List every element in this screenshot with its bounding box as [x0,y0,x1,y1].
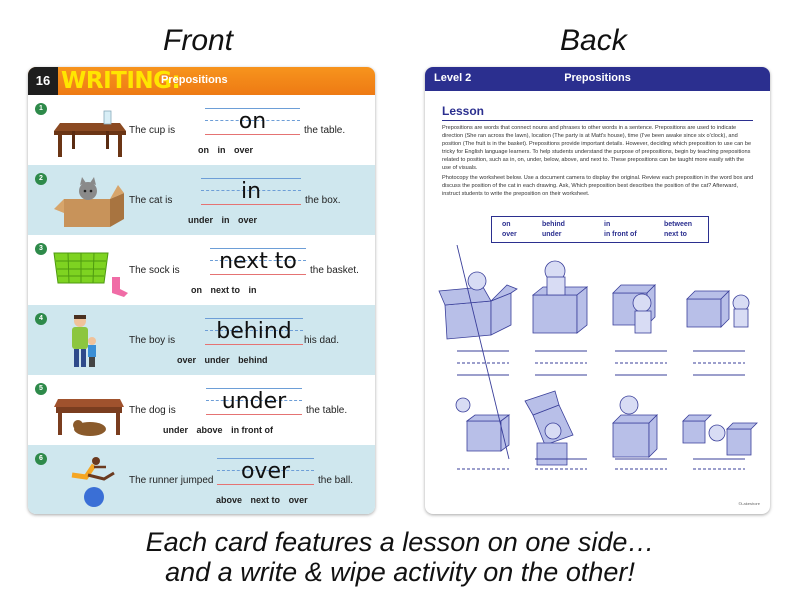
front-title: WRITING: [61,68,181,94]
sentence-end: his dad. [304,335,340,346]
choice: on [198,145,209,155]
back-title: Prepositions [564,72,631,84]
copyright: ©Lakeshore [738,501,760,506]
choice: in [217,145,226,155]
sentence-start: The sock is [129,265,180,276]
sentence-end: the basket. [310,265,359,276]
word-box-item: over [502,231,517,238]
word-box-item: on [502,221,511,228]
sentence-end: the box. [305,195,341,206]
lesson-divider [442,120,753,121]
dog-under-table-illustration [54,399,124,436]
front-label: Front [163,24,234,57]
sentence-start: The runner jumped [129,475,214,486]
lesson-paragraph: Prepositions are words that connect noun… [442,125,752,171]
basket-and-sock-illustration [53,252,128,297]
choice: over [234,145,254,155]
lesson-heading: Lesson [442,104,485,118]
sentence-start: The cup is [129,125,176,136]
sentence-end: the table. [304,125,346,136]
back-label: Back [560,24,627,57]
choice: in front of [231,425,274,435]
answer-text: in [240,179,262,204]
sentence-end: the ball. [318,475,354,486]
word-box: on behind in between over under in front… [491,216,709,243]
back-header: Level 2 Prepositions [425,67,770,91]
row-number: 5 [35,383,47,395]
word-box-item: between [664,221,693,228]
row-number: 4 [35,313,47,325]
word-box-item: in [604,221,611,228]
boy-behind-dad-illustration [72,315,96,367]
cat-in-box-illustration [54,177,124,227]
answer-text: over [240,459,291,484]
caption-line-2: and a write & wipe activity on the other… [165,557,635,587]
word-choices: on in over [195,145,256,155]
sentence-start: The cat is [129,195,173,206]
choice: above [216,495,243,505]
choice: over [288,495,308,505]
answer-field[interactable]: behind [205,318,303,346]
choice: next to [210,285,241,295]
row-number: 6 [35,453,47,465]
word-box-item: behind [542,221,565,228]
instructions-paragraph: Photocopy the worksheet below. Use a doc… [442,175,754,197]
level-label: Level 2 [434,72,472,84]
choice: over [177,355,197,365]
choice: next to [250,495,281,505]
answer-field[interactable]: next to [210,248,306,276]
answer-text: next to [219,249,297,274]
exercise-row: 3 The sock is next to the basket. on nex… [28,235,375,305]
front-header: 16 WRITING: Prepositions [28,67,375,95]
runner-over-ball-illustration [71,457,115,507]
word-choices: under above in front of [160,425,276,435]
answer-field[interactable]: over [217,458,314,486]
answer-field[interactable]: in [201,178,301,206]
front-subtitle: Prepositions [161,74,228,86]
row-number: 1 [35,103,47,115]
exercise-row: 1 The cup is on the table. on in over [28,95,375,165]
answer-text: under [221,389,287,414]
choice: in [248,285,257,295]
word-choices: over under behind [174,355,271,365]
row-number: 2 [35,173,47,185]
answer-text: on [238,109,267,134]
exercise-row: 6 The runner jumped over the ball. above… [28,445,375,514]
exercise-row: 4 The boy is behind his dad. over under … [28,305,375,375]
choice: behind [238,355,268,365]
word-box-item: under [542,231,562,238]
sentence-start: The dog is [129,405,176,416]
caption-line-1: Each card features a lesson on one side… [145,527,655,557]
word-choices: on next to in [188,285,260,295]
worksheet-cats-and-boxes-illustration [438,245,758,470]
sentence-start: The boy is [129,335,176,346]
table-with-cup-illustration [54,110,126,157]
front-card: 16 WRITING: Prepositions 1 The cup is on… [28,67,375,514]
page-number: 16 [28,67,58,95]
row-number: 3 [35,243,47,255]
word-choices: under in over [185,215,260,225]
word-box-item: next to [664,231,687,238]
choice: under [163,425,189,435]
choice: over [238,215,258,225]
back-card: Level 2 Prepositions Lesson Prepositions… [425,67,770,514]
word-choices: above next to over [213,495,311,505]
choice: in [221,215,230,225]
word-box-item: in front of [604,231,637,238]
choice: on [191,285,202,295]
sentence-end: the table. [306,405,348,416]
choice: under [188,215,214,225]
answer-field[interactable]: under [206,388,302,416]
exercise-row: 5 The dog is under the table. under abov… [28,375,375,445]
answer-text: behind [216,319,292,344]
choice: above [196,425,223,435]
answer-field[interactable]: on [205,108,300,136]
exercise-row: 2 The cat is in the box. under in over [28,165,375,235]
choice: under [204,355,230,365]
